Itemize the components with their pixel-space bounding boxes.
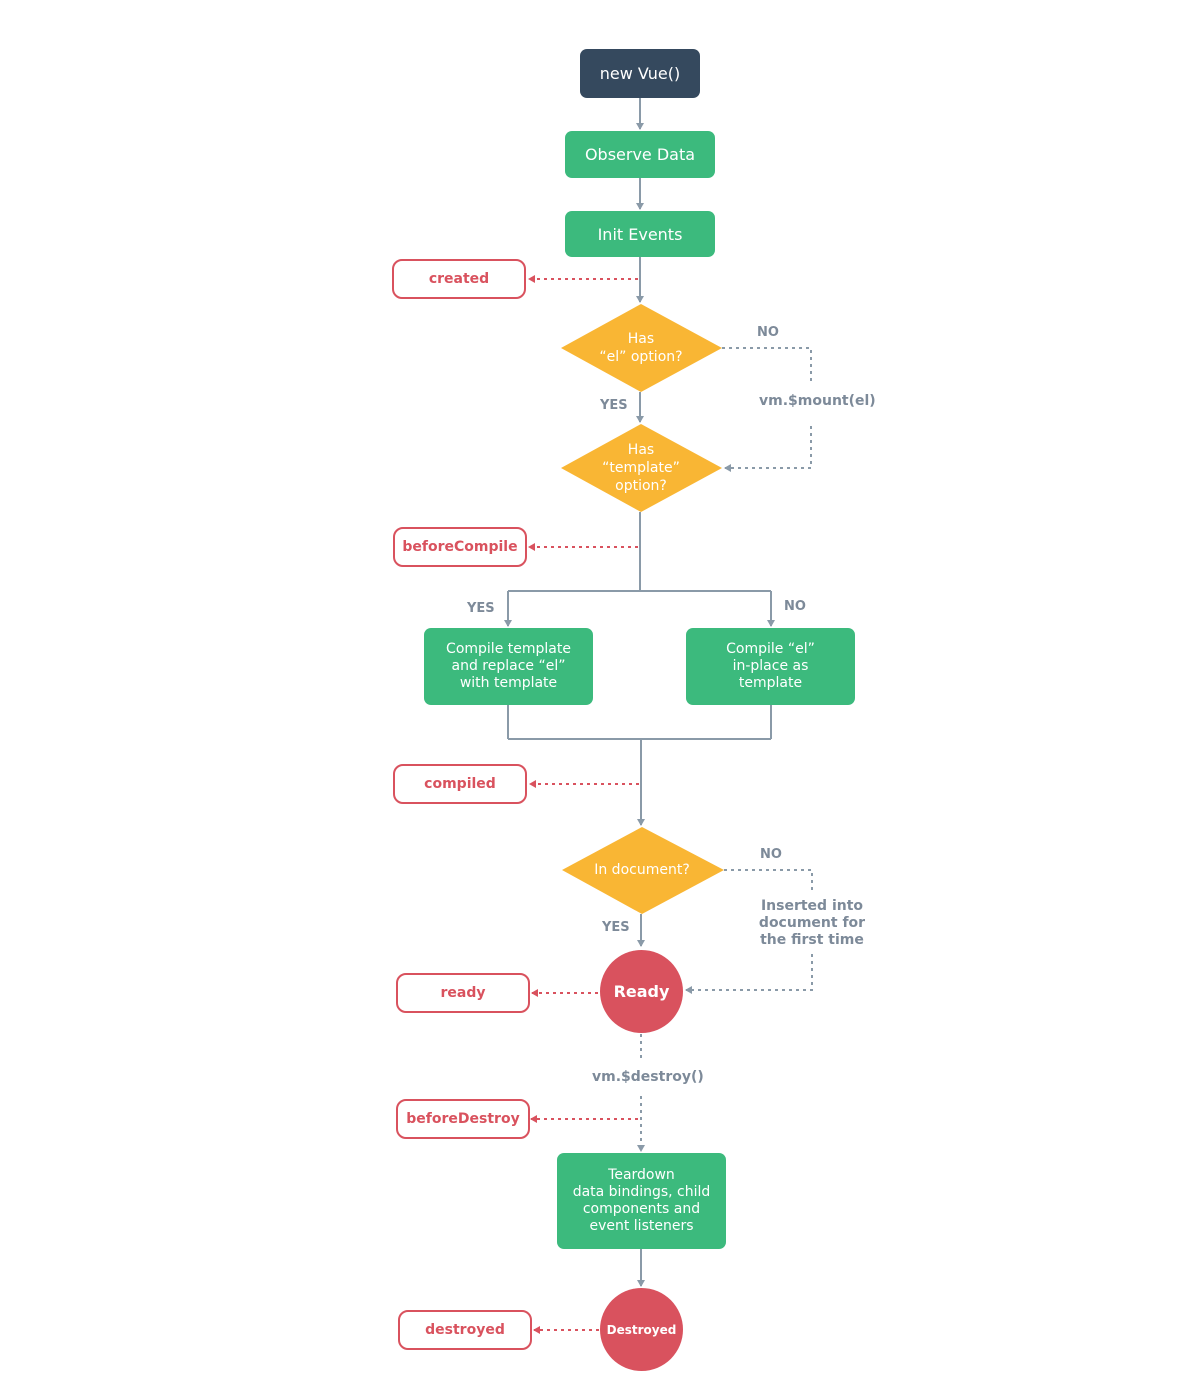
main-flow — [504, 98, 775, 1287]
has-template-diamond — [561, 424, 722, 512]
dotted-branches — [637, 347, 813, 1152]
observe-data-node: Observe Data — [565, 131, 715, 178]
has-el-diamond — [561, 304, 722, 392]
destroyed-node: Destroyed — [600, 1288, 683, 1371]
hook-before-destroy: beforeDestroy — [396, 1099, 530, 1139]
label-destroy: vm.$destroy() — [592, 1069, 704, 1085]
in-document-label: In document? — [594, 862, 690, 878]
label-doc-yes: YES — [602, 920, 630, 935]
compile-el-node: Compile “el” in-place as template — [686, 628, 855, 705]
label-inserted: Inserted into document for the first tim… — [758, 898, 866, 948]
label-el-yes: YES — [600, 398, 628, 413]
label-mount: vm.$mount(el) — [759, 393, 876, 409]
hook-created: created — [392, 259, 526, 299]
label-template-yes: YES — [467, 601, 495, 616]
teardown-node: Teardown data bindings, child components… — [557, 1153, 726, 1249]
label-el-no: NO — [757, 325, 779, 340]
hook-ready: ready — [396, 973, 530, 1013]
hook-compiled: compiled — [393, 764, 527, 804]
label-doc-no: NO — [760, 847, 782, 862]
hook-destroyed: destroyed — [398, 1310, 532, 1350]
label-template-no: NO — [784, 599, 806, 614]
hook-before-compile: beforeCompile — [393, 527, 527, 567]
compile-template-node: Compile template and replace “el” with t… — [424, 628, 593, 705]
ready-node: Ready — [600, 950, 683, 1033]
init-events-node: Init Events — [565, 211, 715, 257]
has-template-label: Has “template” option? — [602, 442, 680, 494]
new-vue-node: new Vue() — [580, 49, 700, 98]
in-document-diamond — [562, 827, 724, 914]
has-el-label: Has “el” option? — [599, 331, 683, 365]
